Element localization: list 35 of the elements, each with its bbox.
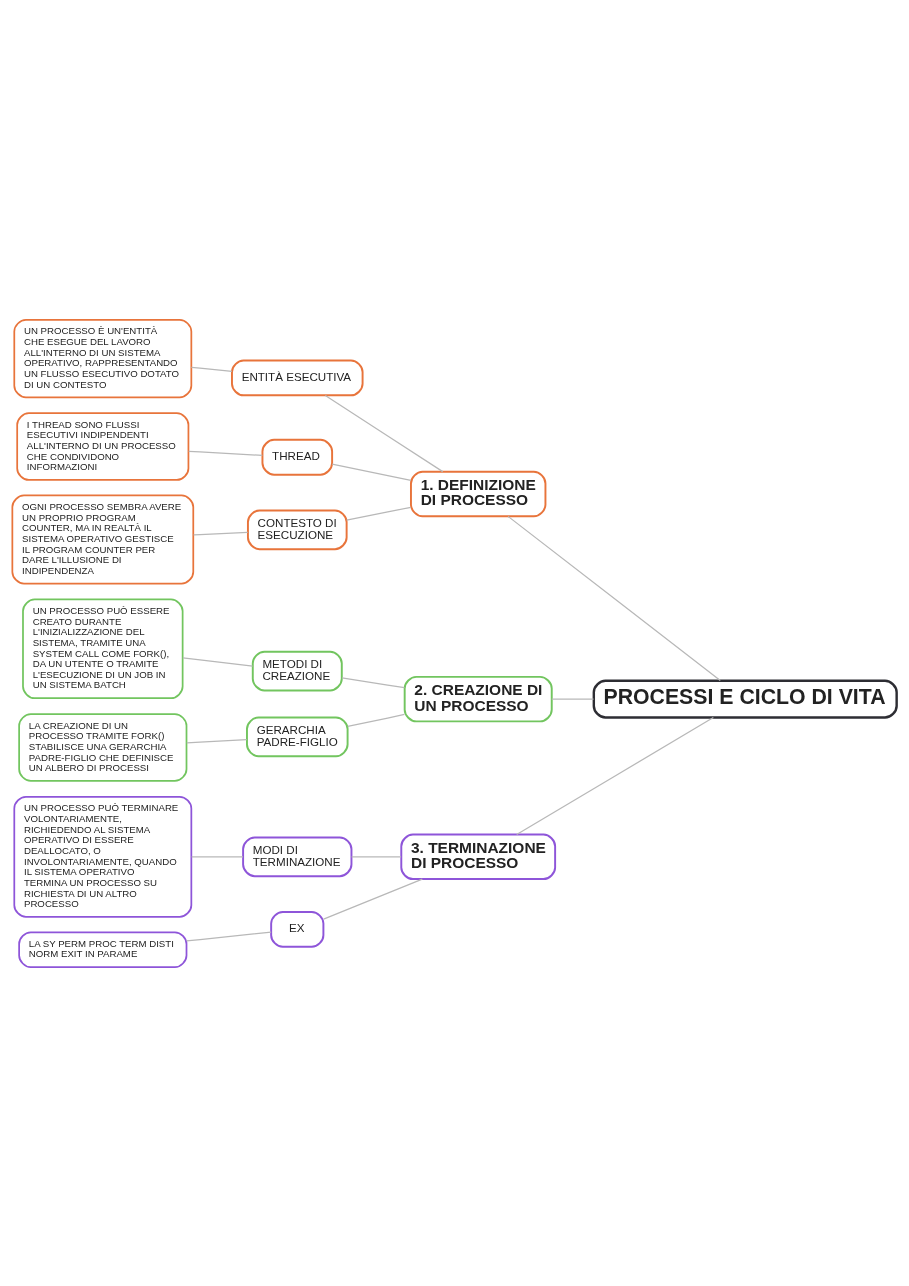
connector (346, 506, 412, 521)
node-box: THREAD (261, 438, 334, 476)
node-box: LA SY PERM PROC TERM DISTI NORM EXIT IN PARAME (18, 930, 188, 968)
node-box: 3. TERMINAZIONE DI PROCESSO (400, 833, 557, 880)
connector (190, 366, 233, 372)
node-box: 1. DEFINIZIONE DI PROCESSO (410, 470, 547, 517)
connector (324, 394, 444, 472)
connector (351, 855, 402, 857)
connector (188, 450, 263, 456)
connector (185, 930, 272, 942)
node-box: 2. CREAZIONE DI UN PROCESSO (403, 675, 553, 722)
connector (341, 676, 406, 688)
connector (507, 515, 721, 681)
node-box: ENTITÀ ESECUTIVA (231, 359, 364, 396)
connector (323, 877, 423, 920)
connector (191, 855, 244, 857)
connector (182, 656, 254, 667)
node-box: PROCESSI E CICLO DI VITA (592, 679, 898, 719)
connector (331, 463, 412, 481)
connector (516, 716, 714, 835)
node-box: UN PROCESSO PUÒ ESSERE CREATO DURANTE L'INIZIALIZZAZIONE DEL SISTEMA, TRAMITE UNA SYSTEM CALL COME FORK(), DA UN UTENTE O TRAMITE L'ESECUZIONE DI UN JOB IN UN SISTEMA BATCH (22, 598, 184, 699)
node-box: UN PROCESSO È UN'ENTITÀ CHE ESEGUE DEL LAVORO ALL'INTERNO DI UN SISTEMA OPERATIVO, RAPPRESENTANDO UN FLUSSO ESECUTIVO DOTATO DI UN CONTESTO (13, 318, 193, 398)
node-box: EX (270, 910, 325, 948)
node-box: OGNI PROCESSO SEMBRA AVERE UN PROPRIO PROGRAM COUNTER, MA IN REALTÀ IL SISTEMA OPERATIVO GESTISCE IL PROGRAM COUNTER PER DARE L'ILLUSIONE DI INDIPENDENZA (11, 494, 195, 584)
connector (186, 738, 248, 744)
node-box: I THREAD SONO FLUSSI ESECUTIVI INDIPENDENTI ALL'INTERNO DI UN PROCESSO CHE CONDIVIDONO INFORMAZIONI (16, 411, 190, 481)
connector (192, 531, 249, 536)
connector (347, 713, 406, 727)
node-box: MODI DI TERMINAZIONE (242, 836, 353, 877)
node-box: UN PROCESSO PUÒ TERMINARE VOLONTARIAMENTE, RICHIEDENDO AL SISTEMA OPERATIVO DI ESSERE DEALLOCATO, O INVOLONTARIAMENTE, QUANDO IL SISTEMA OPERATIVO TERMINA UN PROCESSO SU RICHIESTA DI UN ALTRO PROCESSO (13, 795, 193, 918)
node-box: METODI DI CREAZIONE (251, 650, 343, 691)
node-box: CONTESTO DI ESECUZIONE (246, 509, 348, 550)
connector (551, 698, 595, 700)
node-box: LA CREAZIONE DI UN PROCESSO TRAMITE FORK() STABILISCE UNA GERARCHIA PADRE-FIGLIO CHE DEFINISCE UN ALBERO DI PROCESSI (18, 712, 188, 782)
node-box: GERARCHIA PADRE-FIGLIO (246, 716, 349, 757)
